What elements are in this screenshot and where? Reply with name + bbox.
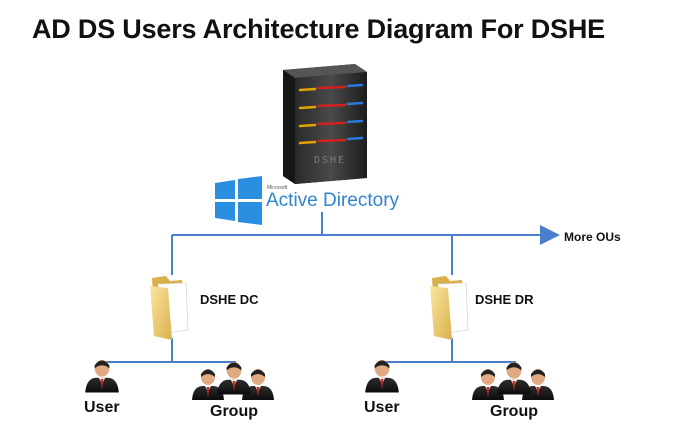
connector-lines — [102, 212, 560, 363]
group-label-dc: Group — [210, 403, 258, 420]
group-label-dr: Group — [490, 403, 538, 420]
active-directory-vendor: Microsoft — [267, 185, 288, 191]
ou-label-dc: DSHE DC — [200, 292, 259, 307]
group-icon-dc — [192, 361, 274, 400]
active-directory-label: Active Directory — [266, 190, 400, 211]
folder-icon-dr — [430, 276, 469, 340]
user-label-dr: User — [364, 399, 400, 416]
user-icon-dc — [85, 359, 119, 393]
windows-logo-icon — [215, 176, 262, 225]
server-label: DSHE — [314, 155, 346, 166]
user-label-dc: User — [84, 399, 120, 416]
more-ous-label: More OUs — [564, 230, 621, 244]
server-icon: DSHE — [283, 64, 367, 184]
group-icon-dr — [472, 361, 554, 400]
folder-icon-dc — [150, 276, 189, 340]
user-icon-dr — [365, 359, 399, 393]
page-title: AD DS Users Architecture Diagram For DSH… — [32, 14, 605, 44]
ou-label-dr: DSHE DR — [475, 292, 534, 307]
